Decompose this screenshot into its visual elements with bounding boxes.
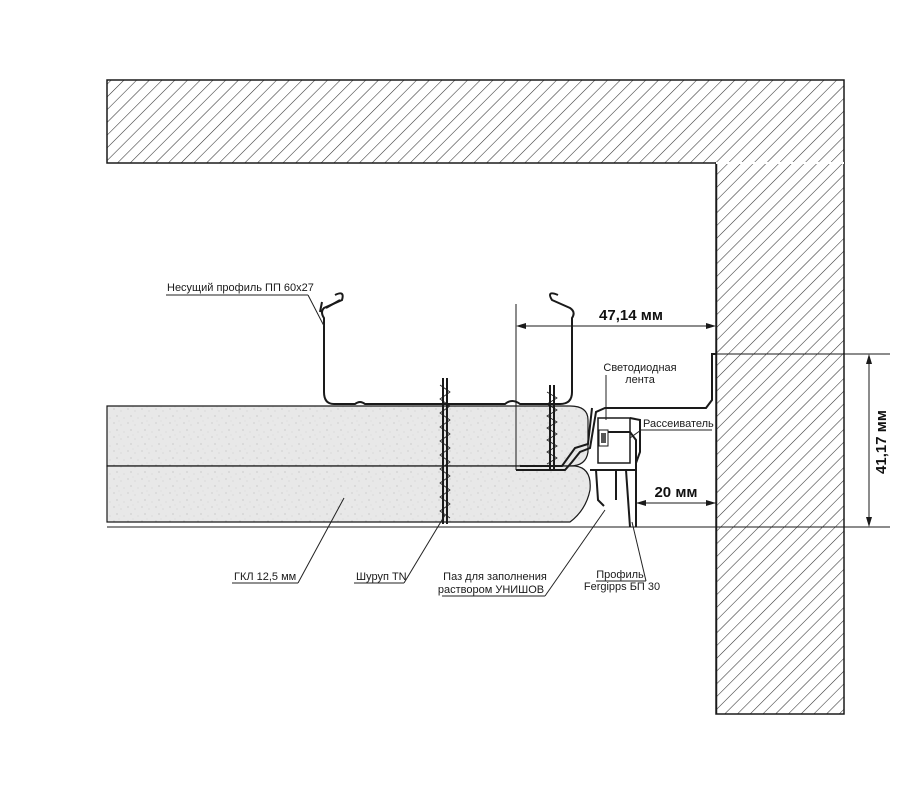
label-led-strip-2: лента [625, 374, 656, 386]
label-groove-2: раствором УНИШОВ [438, 584, 544, 596]
dimension-20-label: 20 мм [654, 484, 697, 501]
label-groove-1: Паз для заполнения [443, 571, 547, 583]
label-diffuser: Рассеиватель [643, 418, 714, 430]
callout-profile-pp: Несущий профиль ПП 60х27 [166, 282, 325, 327]
callout-profile-bp: Профиль Fergipps БП 30 [584, 521, 660, 593]
gypsum-board-lower [106, 465, 591, 523]
dimension-41: 41,17 мм [716, 353, 890, 528]
dimension-47: 47,14 мм [515, 304, 716, 470]
callout-groove: Паз для заполнения раствором УНИШОВ [438, 509, 606, 597]
profile-pp-60x27 [319, 292, 575, 405]
label-gkl: ГКЛ 12,5 мм [234, 571, 296, 583]
screw-tn-2 [546, 385, 558, 470]
callout-led-strip: Светодиодная лента [603, 362, 677, 420]
dimension-41-label: 41,17 мм [873, 410, 890, 474]
label-screw: Шуруп TN [356, 571, 407, 583]
callout-gkl: ГКЛ 12,5 мм [232, 497, 345, 584]
label-profile-pp: Несущий профиль ПП 60х27 [167, 282, 314, 294]
dimension-47-label: 47,14 мм [599, 307, 663, 324]
label-profile-bp-2: Fergipps БП 30 [584, 581, 660, 593]
screw-tn-1 [439, 378, 451, 524]
label-profile-bp-1: Профиль [596, 569, 644, 581]
label-led-strip-1: Светодиодная [603, 362, 676, 374]
callout-screw: Шуруп TN [354, 514, 446, 584]
wall [715, 162, 845, 715]
ceiling-slab [106, 79, 845, 164]
callout-diffuser: Рассеиватель [629, 418, 714, 439]
dimension-20: 20 мм [636, 484, 716, 506]
profile-fergipps-bp30 [516, 353, 716, 528]
